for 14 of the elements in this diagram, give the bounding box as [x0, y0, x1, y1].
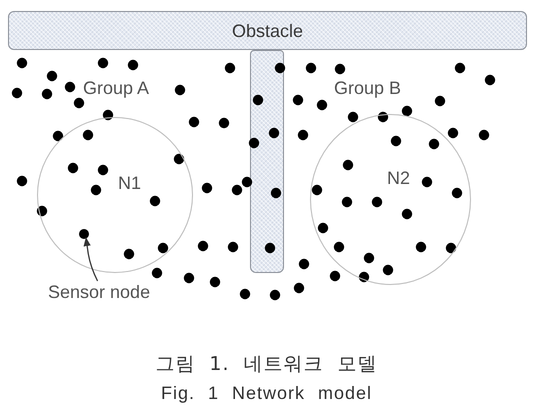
obstacle-bar: [8, 11, 527, 50]
callout-label: Sensor node: [48, 281, 166, 305]
figure-caption: Fig. 1 Network model: [160, 383, 374, 403]
group-label: Group A: [83, 77, 150, 99]
circle-label: N2: [387, 167, 410, 189]
group-label: Group B: [334, 77, 402, 99]
figure-caption: 그림 1. 네트워크 모델: [154, 352, 379, 376]
sensor-dot: [79, 229, 89, 239]
obstacle-bar: [250, 50, 284, 273]
circle-label: N1: [118, 172, 142, 194]
range-circle: [310, 114, 471, 285]
range-circle: [37, 117, 193, 273]
leader-arrow: [84, 237, 98, 282]
bar-label: Obstacle: [232, 20, 304, 42]
